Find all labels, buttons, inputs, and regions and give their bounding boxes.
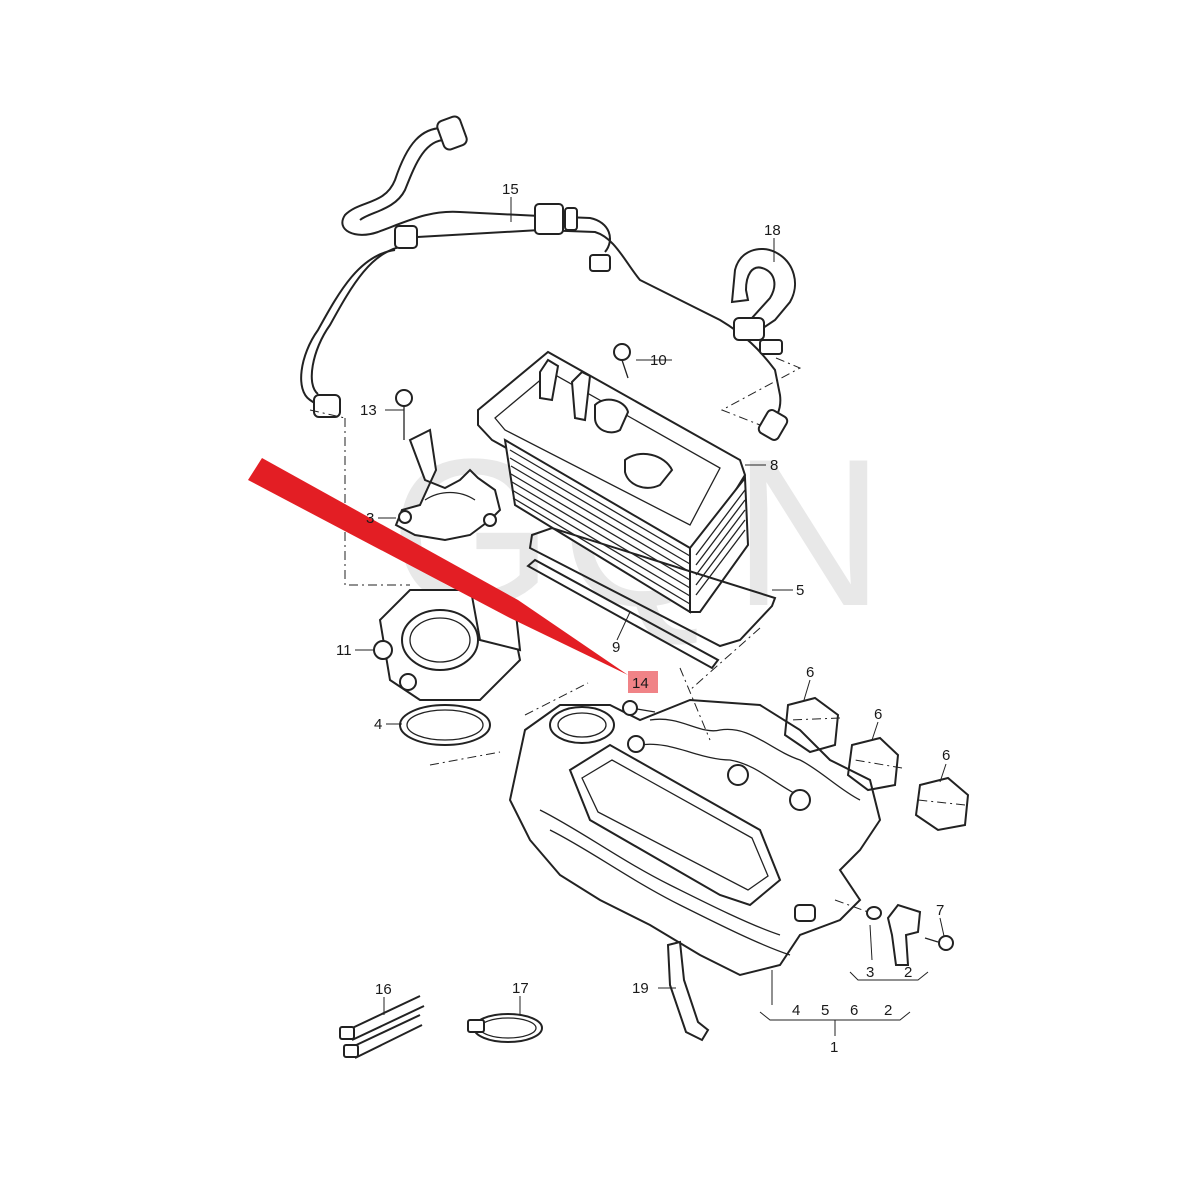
callout-8: 8 [770, 457, 778, 474]
callout-6-third: 6 [942, 747, 950, 764]
hose-18 [730, 248, 796, 355]
bolt-10 [613, 343, 631, 379]
port-gasket-3 [914, 776, 970, 832]
hose-clamp [467, 1013, 543, 1043]
port-gasket-1 [783, 696, 840, 754]
callout-4-group: 4 [792, 1002, 800, 1019]
callout-14: 14 [632, 675, 649, 692]
callout-2-lower: 2 [904, 964, 912, 981]
pressure-sensor [866, 903, 922, 966]
callout-13: 13 [360, 402, 377, 419]
callout-19: 19 [632, 980, 649, 997]
callout-17: 17 [512, 980, 529, 997]
highlight-box [628, 671, 658, 693]
callout-15: 15 [502, 181, 519, 198]
callout-3-lower: 3 [866, 964, 874, 981]
bracket [394, 428, 502, 542]
callout-11: 11 [336, 642, 352, 659]
pointer-arrow [248, 458, 628, 675]
callout-4-upper: 4 [374, 716, 382, 733]
callout-6-group: 6 [850, 1002, 858, 1019]
bolt-14 [622, 700, 656, 716]
intercooler [477, 350, 750, 614]
callout-7: 7 [936, 902, 944, 919]
gasket-9 [526, 558, 720, 670]
callouts: 15 18 10 13 8 3 5 9 11 14 4 6 6 6 7 3 2 … [336, 181, 950, 1056]
callout-9: 9 [612, 639, 620, 656]
callout-10: 10 [650, 352, 667, 369]
hose-19 [666, 940, 710, 1042]
cable-ties [339, 995, 425, 1059]
bolt-13 [395, 389, 413, 440]
gasket-5 [528, 526, 777, 648]
leader-lines [355, 197, 947, 1036]
callout-5-upper: 5 [796, 582, 804, 599]
callout-3-upper: 3 [366, 510, 374, 527]
bolt-7 [924, 935, 954, 951]
callout-1: 1 [830, 1039, 838, 1056]
callout-2-group: 2 [884, 1002, 892, 1019]
callout-6-second: 6 [874, 706, 882, 723]
callout-16: 16 [375, 981, 392, 998]
intake-manifold [508, 698, 882, 977]
callout-6-first: 6 [806, 664, 814, 681]
port-gasket-2 [846, 736, 900, 792]
o-ring [399, 704, 491, 746]
alignment-lines [309, 357, 966, 913]
callout-5-group: 5 [821, 1002, 829, 1019]
callout-18: 18 [764, 222, 781, 239]
